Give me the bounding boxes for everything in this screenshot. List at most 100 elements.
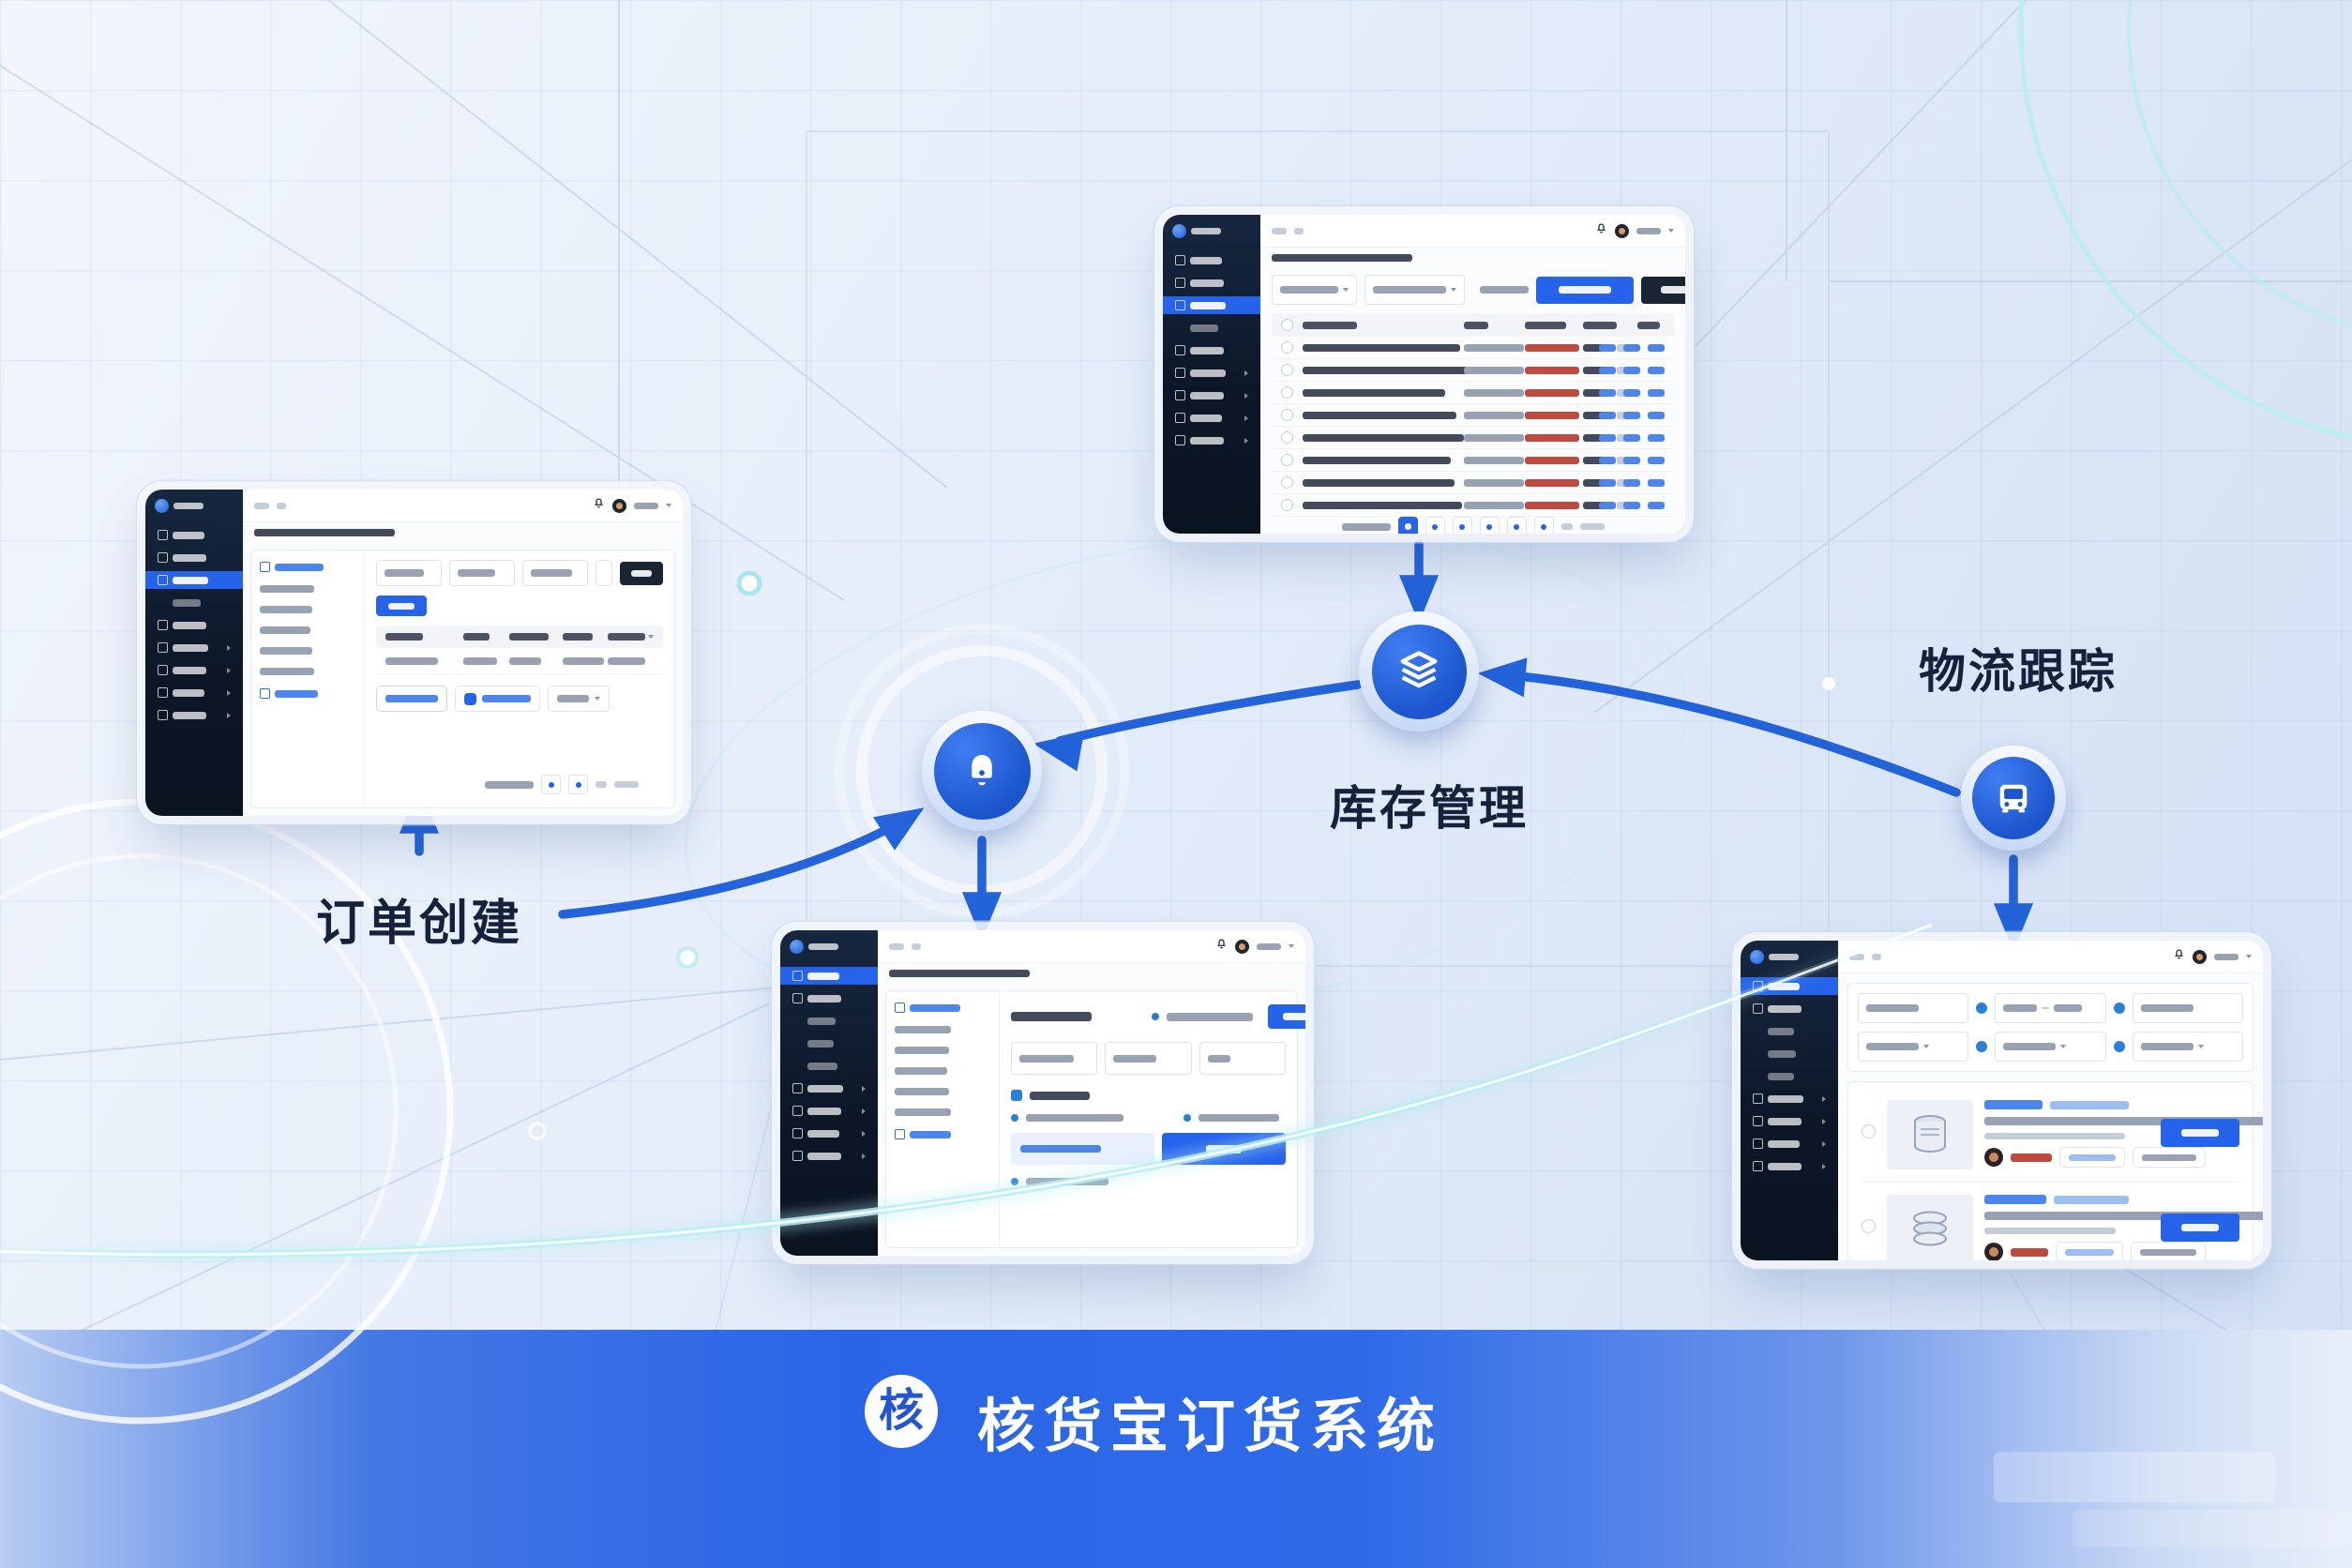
action-link[interactable] xyxy=(1599,339,1616,356)
action-link[interactable] xyxy=(1648,430,1665,446)
page-button[interactable] xyxy=(1506,517,1527,534)
avatar[interactable] xyxy=(1235,939,1249,954)
row-checkbox[interactable] xyxy=(1281,341,1293,354)
table-row[interactable] xyxy=(1272,449,1674,472)
action-link[interactable] xyxy=(1599,452,1616,469)
sidebar-item[interactable] xyxy=(780,967,878,985)
table-row[interactable] xyxy=(1272,427,1674,449)
search-input[interactable] xyxy=(596,560,612,586)
chip-selected-filter[interactable] xyxy=(376,686,447,712)
sidebar-item[interactable] xyxy=(1748,1000,1831,1018)
page-button[interactable] xyxy=(1479,517,1500,534)
form-field[interactable] xyxy=(1105,1042,1192,1075)
form-field[interactable] xyxy=(1199,1042,1286,1075)
nav-tab[interactable] xyxy=(260,562,355,572)
action-link[interactable] xyxy=(1648,384,1665,401)
sidebar-item[interactable] xyxy=(1741,977,1838,995)
sidebar-item[interactable] xyxy=(1170,251,1253,269)
sidebar-item[interactable] xyxy=(153,639,235,656)
nav-tab[interactable] xyxy=(895,1026,990,1033)
page-button[interactable] xyxy=(1452,517,1472,534)
form-field[interactable] xyxy=(1011,1042,1098,1075)
filter-tab[interactable] xyxy=(522,560,588,586)
chevron-down-icon[interactable] xyxy=(1289,944,1294,948)
filter-tab[interactable] xyxy=(376,560,442,586)
table-row[interactable] xyxy=(1272,337,1674,359)
row-checkbox[interactable] xyxy=(1281,364,1293,376)
selected-option-field[interactable] xyxy=(1011,1133,1154,1165)
action-link[interactable] xyxy=(1623,452,1640,469)
table-row[interactable] xyxy=(376,648,663,674)
action-link[interactable] xyxy=(1648,452,1665,469)
nav-tab[interactable] xyxy=(260,606,355,613)
chip-toggle-filter[interactable] xyxy=(455,686,540,712)
sidebar-item[interactable] xyxy=(1170,364,1253,382)
action-link[interactable] xyxy=(1599,407,1616,424)
sidebar-item[interactable] xyxy=(153,594,235,611)
filter-range[interactable] xyxy=(1995,993,2106,1023)
chevron-down-icon[interactable] xyxy=(1668,229,1674,233)
nav-tab[interactable] xyxy=(895,1047,990,1054)
table-row[interactable] xyxy=(1272,494,1674,517)
action-link[interactable] xyxy=(1623,407,1640,424)
sidebar-item[interactable] xyxy=(788,1124,870,1142)
nav-tab[interactable] xyxy=(895,1067,990,1075)
action-link[interactable] xyxy=(1623,475,1640,491)
sidebar-item[interactable] xyxy=(788,1012,870,1030)
action-link[interactable] xyxy=(1599,362,1616,379)
sidebar-item[interactable] xyxy=(788,1034,870,1052)
export-button[interactable] xyxy=(1641,276,1685,304)
nav-tab[interactable] xyxy=(260,626,355,634)
sidebar-item[interactable] xyxy=(1748,1022,1831,1040)
select-all-checkbox[interactable] xyxy=(1281,319,1293,331)
page-button[interactable] xyxy=(1425,517,1445,534)
filter-select[interactable] xyxy=(2132,1032,2243,1062)
action-link[interactable] xyxy=(1623,384,1640,401)
bell-icon[interactable] xyxy=(1595,222,1607,239)
avatar[interactable] xyxy=(1615,223,1629,238)
sidebar-item[interactable] xyxy=(1170,386,1253,404)
row-checkbox[interactable] xyxy=(1281,476,1293,489)
page-button[interactable] xyxy=(1533,517,1554,534)
action-link[interactable] xyxy=(1648,362,1665,379)
nav-tab[interactable] xyxy=(895,1003,990,1013)
row-checkbox[interactable] xyxy=(1281,431,1293,444)
sidebar-item[interactable] xyxy=(1170,274,1253,292)
sidebar-item[interactable] xyxy=(1170,319,1253,337)
sidebar-item[interactable] xyxy=(788,989,870,1007)
action-link[interactable] xyxy=(1599,475,1616,491)
nav-tab[interactable] xyxy=(260,647,355,655)
page-button[interactable] xyxy=(1397,517,1418,534)
action-link[interactable] xyxy=(1599,497,1616,514)
query-button[interactable] xyxy=(1536,276,1634,304)
chip-dropdown-filter[interactable] xyxy=(548,686,610,712)
sidebar-item[interactable] xyxy=(1163,296,1260,314)
sidebar-item[interactable] xyxy=(153,684,235,701)
warehouse-select[interactable] xyxy=(1272,275,1357,305)
shipment-card[interactable] xyxy=(1860,1183,2263,1260)
sidebar-item[interactable] xyxy=(1748,1135,1831,1153)
bell-icon[interactable] xyxy=(1215,938,1228,955)
bell-icon[interactable] xyxy=(2173,948,2185,965)
sidebar-item[interactable] xyxy=(153,549,235,566)
sort-chevron-icon[interactable] xyxy=(648,635,654,639)
action-link[interactable] xyxy=(1623,430,1640,446)
shipment-radio[interactable] xyxy=(1862,1219,1876,1233)
action-link[interactable] xyxy=(1599,384,1616,401)
sidebar-item[interactable] xyxy=(153,616,235,634)
sidebar-item[interactable] xyxy=(1748,1157,1831,1175)
action-link[interactable] xyxy=(1648,407,1665,424)
shipment-radio[interactable] xyxy=(1862,1124,1876,1138)
nav-tab[interactable] xyxy=(895,1108,990,1116)
table-row[interactable] xyxy=(1272,472,1674,494)
search-button[interactable] xyxy=(620,561,663,585)
sidebar-item[interactable] xyxy=(788,1147,870,1165)
filter-select[interactable] xyxy=(1995,1032,2106,1062)
action-link[interactable] xyxy=(1623,362,1640,379)
new-order-button[interactable] xyxy=(376,596,427,616)
sidebar-item[interactable] xyxy=(1170,409,1253,427)
sidebar-item[interactable] xyxy=(1748,1112,1831,1130)
nav-tab[interactable] xyxy=(260,668,355,675)
sidebar-item[interactable] xyxy=(145,571,243,589)
sidebar-item[interactable] xyxy=(1170,341,1253,359)
